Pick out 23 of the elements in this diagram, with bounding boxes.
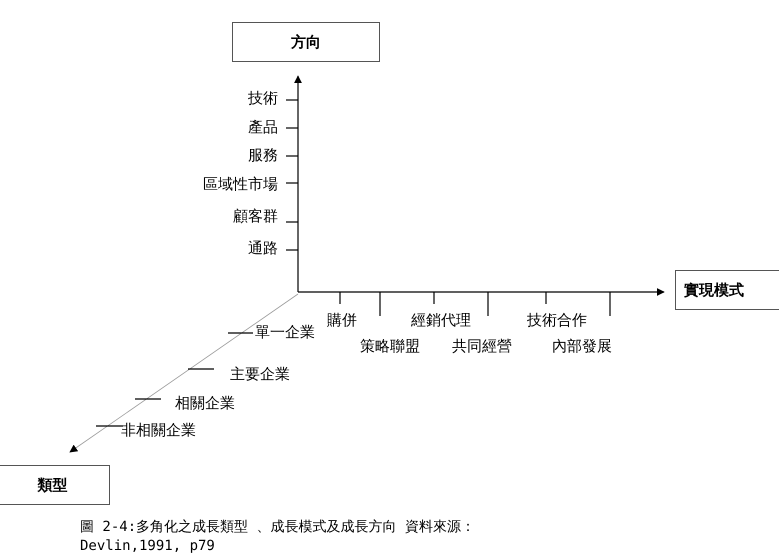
axis-label: 單一企業 xyxy=(255,323,315,341)
title-box: 方向 xyxy=(232,22,380,62)
axis-label: 顧客群 xyxy=(233,207,278,225)
axis-arrow xyxy=(69,294,298,452)
axis-label: 相關企業 xyxy=(175,394,235,412)
axis-label: 區域性市場 xyxy=(203,175,278,193)
axis-label: 共同經營 xyxy=(452,337,512,355)
axis-arrow xyxy=(298,288,665,296)
axis-label: 技術合作 xyxy=(527,311,587,329)
title-box: 實現模式 xyxy=(675,270,779,310)
axis-label: 通路 xyxy=(248,239,278,257)
axis-label: 服務 xyxy=(248,146,278,164)
axis-arrow xyxy=(294,75,302,292)
axis-label: 內部發展 xyxy=(552,337,612,355)
axis-label: 非相關企業 xyxy=(121,421,196,439)
axis-label: 主要企業 xyxy=(230,365,290,383)
figure-caption: 圖 2-4:多角化之成長類型 、成長模式及成長方向 資料來源： Devlin,1991, p79 xyxy=(80,518,476,556)
axis-label: 產品 xyxy=(248,118,278,136)
axis-label: 技術 xyxy=(248,89,278,107)
axis-label: 經銷代理 xyxy=(411,311,471,329)
axis-label: 策略聯盟 xyxy=(360,337,420,355)
axis-label: 購併 xyxy=(327,311,357,329)
title-box: 類型 xyxy=(0,465,110,505)
